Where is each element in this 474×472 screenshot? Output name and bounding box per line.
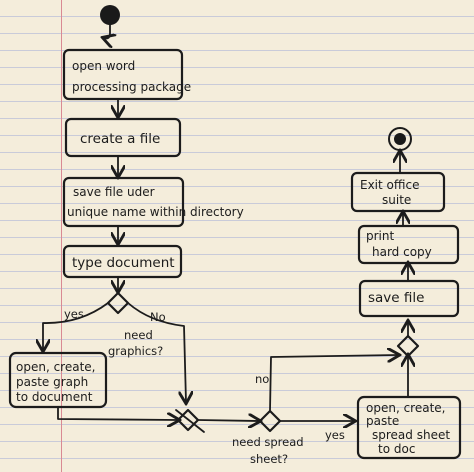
- need-spreadsheet-line1: need spread: [232, 435, 304, 449]
- paste-spreadsheet-line4: to doc: [378, 442, 415, 456]
- open-word-line2: processing package: [72, 80, 191, 94]
- print-line1: print: [366, 229, 394, 243]
- end-node-ring: [388, 127, 412, 151]
- paste-spreadsheet-box: [356, 395, 462, 460]
- exit-line2: suite: [382, 193, 411, 207]
- save-file-line1: save file uder: [73, 185, 155, 199]
- spreadsheet-no-path: [269, 355, 398, 412]
- graphics-merge-diamond: [176, 408, 200, 432]
- paste-spreadsheet-line2: paste: [366, 414, 399, 428]
- spreadsheet-yes-label: yes: [325, 428, 345, 442]
- type-document-box: [62, 244, 183, 279]
- open-word-processor-box: [62, 48, 184, 101]
- paste-graph-line3: to document: [16, 390, 93, 404]
- merge-strike: [175, 409, 205, 433]
- create-file-label: create a file: [80, 131, 160, 147]
- open-word-line1: open word: [72, 59, 135, 73]
- merge-to-spreadsheet-decision: [197, 420, 259, 421]
- save-file-unique-box: [62, 176, 185, 228]
- end-node-dot: [394, 133, 406, 145]
- paste-graph-line2: paste graph: [16, 375, 88, 389]
- spreadsheet-no-label: no: [255, 372, 269, 386]
- paste-graph-line1: open, create,: [16, 360, 95, 374]
- graphics-decision-diamond: [106, 291, 130, 315]
- print-line2: hard copy: [372, 245, 432, 259]
- save-file-box: [358, 279, 460, 318]
- type-document-label: type document: [72, 255, 175, 271]
- save-file-line2: unique name within directory: [67, 205, 244, 219]
- exit-office-box: [350, 171, 446, 213]
- exit-line1: Exit office: [360, 178, 419, 192]
- spreadsheet-decision-diamond: [258, 409, 282, 433]
- need-graphics-line2: graphics?: [108, 344, 163, 358]
- need-spreadsheet-line2: sheet?: [250, 452, 288, 466]
- create-file-box: [64, 117, 182, 158]
- spreadsheet-merge-diamond: [396, 334, 420, 358]
- paste-spreadsheet-line3: spread sheet: [372, 428, 450, 442]
- graphics-no-path: [127, 302, 186, 402]
- graphics-yes-path: [43, 302, 109, 350]
- need-graphics-line1: need: [124, 328, 153, 342]
- save-file-right-label: save file: [368, 290, 424, 306]
- print-hard-copy-box: [357, 224, 460, 265]
- start-arrow: [104, 24, 110, 38]
- paste-spreadsheet-line1: open, create,: [366, 401, 445, 415]
- graph-box-to-merge: [57, 406, 178, 420]
- paper-margin-line: [61, 0, 62, 472]
- start-node: [100, 5, 120, 25]
